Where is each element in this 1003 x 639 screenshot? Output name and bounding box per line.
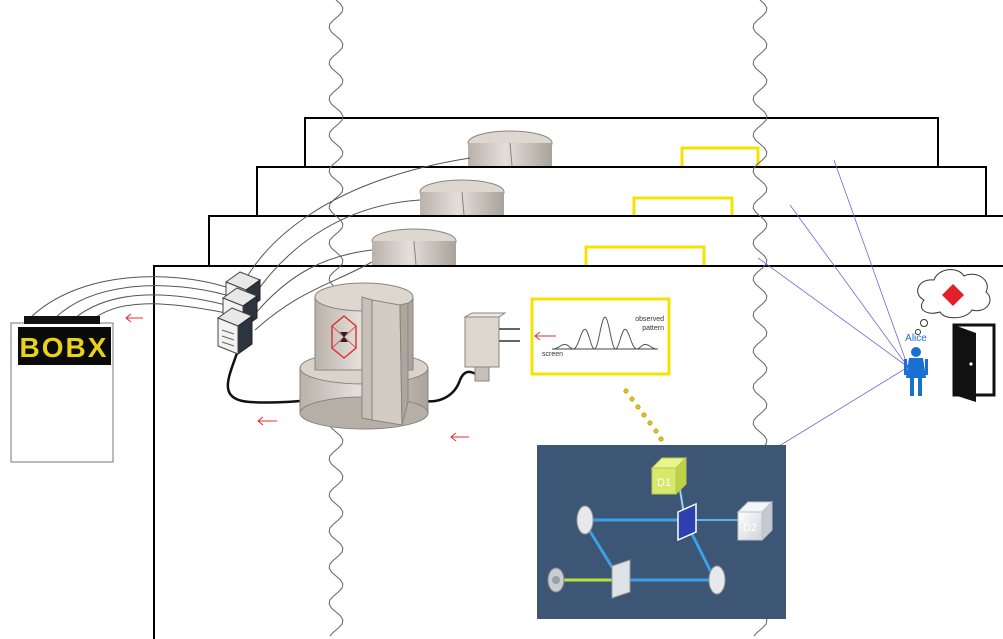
screen-panel-back-1 (584, 245, 706, 269)
arrow-left-3 (450, 432, 469, 442)
alice: Alice (904, 333, 928, 396)
detector-d2-label: D2 (743, 522, 757, 534)
beam-splitter-bottom (611, 559, 631, 599)
red-arrows (125, 313, 556, 442)
thought-bubble (915, 269, 991, 335)
detector-d1-label: D1 (657, 477, 671, 489)
arrow-left-1 (125, 313, 143, 323)
person-icon (904, 347, 928, 396)
cylinder-top-1 (371, 228, 457, 266)
detector-d1: D1 (650, 456, 688, 496)
bob-device: BOBX (10, 316, 114, 463)
observed-label-line1: observed (635, 316, 664, 323)
mirror-top-left (576, 505, 594, 535)
detector-d2: D2 (736, 500, 774, 542)
diamond-icon (942, 284, 964, 306)
mirror-bottom-right (708, 565, 726, 595)
server-unit-3 (216, 307, 254, 355)
screen-label: screen (542, 351, 563, 358)
alice-label: Alice (905, 333, 927, 344)
observed-label-line2: pattern (642, 325, 664, 332)
cylinder-top-3 (467, 130, 553, 167)
server-rack (216, 271, 262, 355)
beam-splitter-top (677, 502, 697, 542)
hourglass-icon (331, 315, 357, 359)
back-frame-1 (208, 215, 1003, 269)
power-adapter (463, 312, 520, 382)
back-frame-3 (304, 117, 939, 172)
cylinder-top-2 (419, 179, 505, 216)
dotted-connector (623, 388, 664, 442)
arrow-left-2 (257, 416, 277, 426)
interferometer: D1 D2 (537, 445, 786, 619)
back-frame-2 (256, 166, 987, 220)
bobx-display: BOBX (20, 332, 109, 363)
cylinder-apparatus (299, 282, 429, 430)
arrow-left-4 (534, 331, 556, 341)
door-icon (952, 323, 996, 402)
laser-source (547, 567, 565, 593)
